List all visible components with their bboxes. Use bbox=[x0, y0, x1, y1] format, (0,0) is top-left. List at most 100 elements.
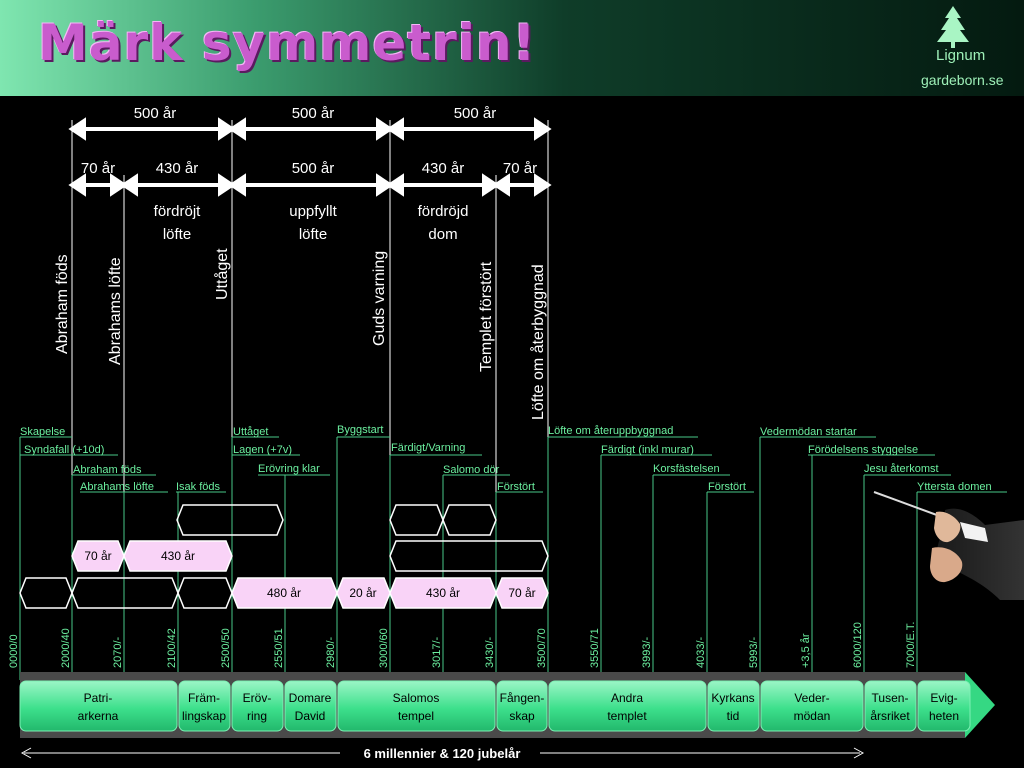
event-label: Förstört bbox=[708, 481, 746, 493]
span-caption: fördröjd bbox=[418, 203, 469, 220]
year-label: 3550/71 bbox=[589, 628, 601, 668]
brand-name: Lignum bbox=[936, 47, 986, 64]
year-label: +3,5 år bbox=[800, 633, 812, 668]
event-label: Abraham föds bbox=[73, 464, 142, 476]
era-label: lingskap bbox=[182, 709, 226, 723]
event-label: Syndafall (+10d) bbox=[24, 444, 104, 456]
span-caption: uppfyllt bbox=[289, 203, 337, 220]
event-label: Löfte om återuppbyggnad bbox=[548, 425, 673, 437]
milestone-label: Löfte om återbyggnad bbox=[529, 264, 547, 420]
span-caption: fördröjt bbox=[154, 203, 202, 220]
year-label: 2980/- bbox=[325, 636, 337, 668]
era-label: årsriket bbox=[870, 709, 910, 723]
top-span-label: 500 år bbox=[454, 105, 497, 122]
year-label: 2500/50 bbox=[220, 628, 232, 668]
era-label: Främ- bbox=[188, 691, 220, 705]
milestone-label: Templet förstört bbox=[478, 261, 495, 372]
pink-box-label: 20 år bbox=[349, 586, 376, 600]
year-label: 3993/- bbox=[641, 636, 653, 668]
event-label: Salomo dör bbox=[443, 464, 500, 476]
era-boxes bbox=[19, 680, 971, 732]
pink-box-label: 70 år bbox=[508, 586, 535, 600]
year-label: 4033/- bbox=[695, 636, 707, 668]
era-label: tempel bbox=[398, 709, 434, 723]
year-label: 3500/70 bbox=[536, 628, 548, 668]
year-label: 2550/51 bbox=[273, 628, 285, 668]
year-label: 2100/42 bbox=[166, 628, 178, 668]
event-label: Isak föds bbox=[176, 481, 221, 493]
footer-span: 6 millennier & 120 jubelår bbox=[20, 746, 865, 761]
pink-box-label: 70 år bbox=[84, 549, 111, 563]
milestone-label: Abraham föds bbox=[54, 254, 71, 354]
year-label: 3000/60 bbox=[378, 628, 390, 668]
tree-icon bbox=[937, 6, 969, 48]
year-label: 3430/- bbox=[484, 636, 496, 668]
year-label: 6000/120 bbox=[852, 622, 864, 668]
event-label: Förstört bbox=[497, 481, 535, 493]
mid-span-label: 500 år bbox=[292, 160, 335, 177]
event-lines bbox=[19, 436, 1007, 680]
top-span-label: 500 år bbox=[292, 105, 335, 122]
year-label: 0000/0 bbox=[8, 634, 20, 668]
mid-span-label: 430 år bbox=[422, 160, 465, 177]
page-title: Märk symmetrin! bbox=[38, 14, 537, 72]
event-label: Abrahams löfte bbox=[80, 481, 154, 493]
era-label: Tusen- bbox=[872, 691, 909, 705]
era-label: ring bbox=[247, 709, 267, 723]
era-label: Salomos bbox=[393, 691, 440, 705]
event-label: Uttåget bbox=[233, 426, 268, 438]
pink-box-label: 430 år bbox=[426, 586, 460, 600]
timeline-arrowhead bbox=[965, 672, 995, 738]
era-label: templet bbox=[607, 709, 647, 723]
year-label: 2000/40 bbox=[60, 628, 72, 668]
top-span-label: 500 år bbox=[134, 105, 177, 122]
event-label: Färdigt (inkl murar) bbox=[601, 444, 694, 456]
year-label: 7000/E.T. bbox=[905, 622, 917, 668]
milestone-label: Guds varning bbox=[371, 251, 388, 346]
era-label: Domare bbox=[289, 691, 332, 705]
era-label: Eröv- bbox=[243, 691, 272, 705]
empty-boxes bbox=[19, 504, 549, 609]
event-label: Yttersta domen bbox=[917, 481, 992, 493]
event-label: Korsfästelsen bbox=[653, 463, 720, 475]
era-label: Kyrkans bbox=[711, 691, 754, 705]
era-label: arkerna bbox=[78, 709, 119, 723]
era-label: David bbox=[295, 709, 326, 723]
pink-box-label: 430 år bbox=[161, 549, 195, 563]
era-label: Evig- bbox=[930, 691, 957, 705]
span-arrows bbox=[68, 117, 552, 560]
era-label: heten bbox=[929, 709, 959, 723]
era-label: mödan bbox=[794, 709, 831, 723]
era-label: Fången- bbox=[500, 691, 545, 705]
span-caption: löfte bbox=[299, 226, 327, 243]
brand-site: gardeborn.se bbox=[921, 72, 1004, 88]
era-label: Andra bbox=[611, 691, 643, 705]
event-label: Färdigt/Varning bbox=[391, 442, 465, 454]
year-label: 3017/- bbox=[431, 636, 443, 668]
footer-label: 6 millennier & 120 jubelår bbox=[364, 746, 521, 761]
era-label: tid bbox=[727, 709, 740, 723]
span-caption: löfte bbox=[163, 226, 191, 243]
event-label: Vedermödan startar bbox=[760, 426, 857, 438]
event-label: Jesu återkomst bbox=[864, 463, 939, 475]
event-label: Förödelsens styggelse bbox=[808, 444, 918, 456]
milestone-label: Uttåget bbox=[213, 248, 231, 300]
era-label: Patri- bbox=[84, 691, 113, 705]
mid-span-label: 430 år bbox=[156, 160, 199, 177]
event-label: Skapelse bbox=[20, 426, 65, 438]
span-caption: dom bbox=[428, 226, 457, 243]
mid-span-label: 70 år bbox=[503, 160, 537, 177]
header-banner: Märk symmetrin! Lignum gardeborn.se bbox=[0, 0, 1024, 96]
year-label: 2070/- bbox=[112, 636, 124, 668]
pink-boxes bbox=[71, 540, 549, 609]
event-label: Byggstart bbox=[337, 424, 383, 436]
event-label: Erövring klar bbox=[258, 463, 320, 475]
era-label: Veder- bbox=[794, 691, 829, 705]
event-label: Lagen (+7v) bbox=[233, 444, 292, 456]
mid-span-label: 70 år bbox=[81, 160, 115, 177]
era-label: skap bbox=[509, 709, 535, 723]
year-label: 5993/- bbox=[748, 636, 760, 668]
milestone-label: Abrahams löfte bbox=[107, 257, 124, 365]
pink-box-label: 480 år bbox=[267, 586, 301, 600]
